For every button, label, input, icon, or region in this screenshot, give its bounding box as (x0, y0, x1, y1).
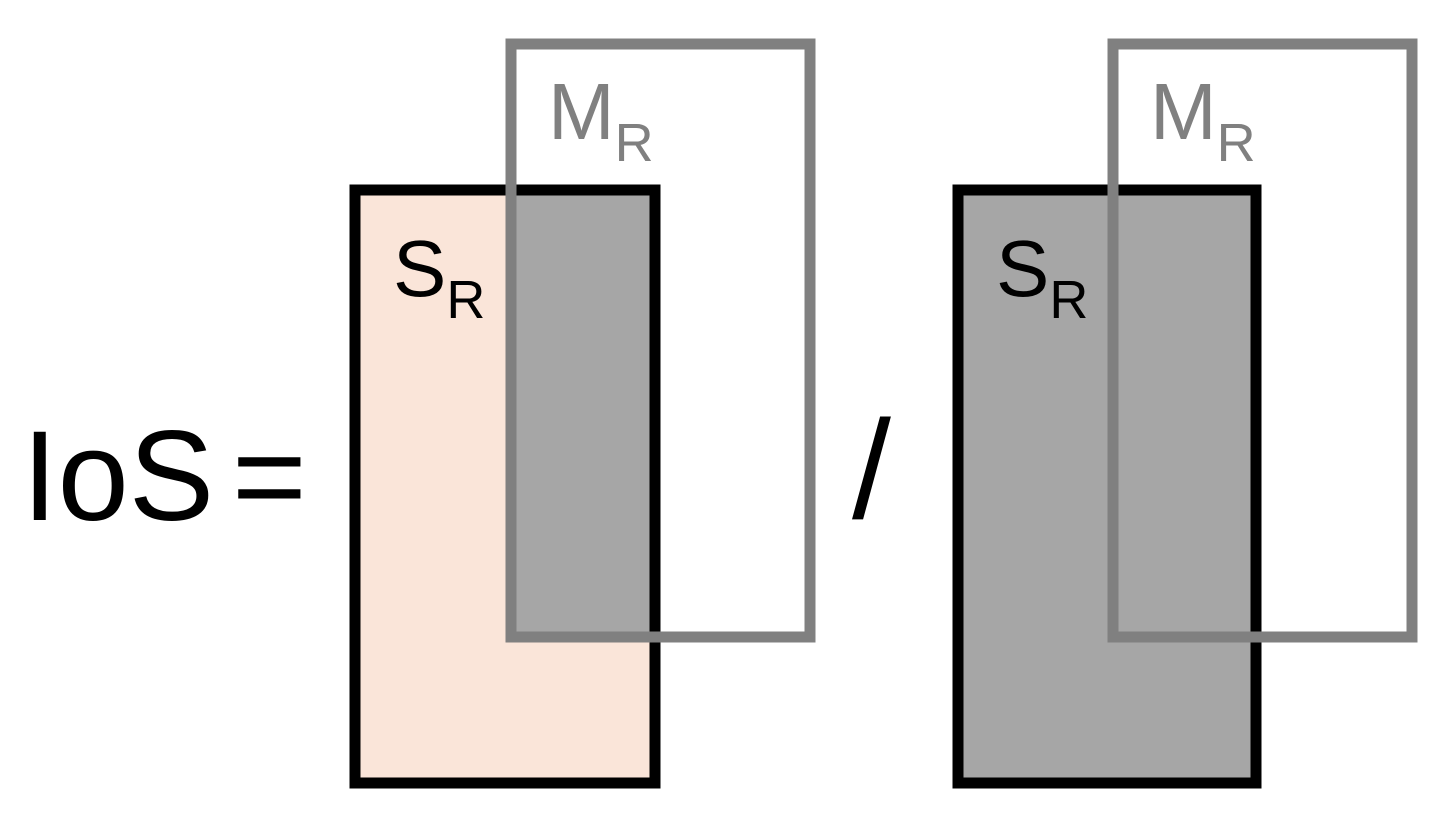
m-label-numerator: MR (548, 67, 654, 173)
m-subscript-numerator: R (615, 113, 654, 173)
s-label-numerator: SR (393, 224, 485, 330)
intersection-region-numerator (511, 195, 650, 637)
s-border-numerator (349, 184, 661, 789)
s-label-denominator: SR (996, 224, 1088, 330)
numerator-group: SR MR (349, 38, 816, 789)
s-subscript-numerator: R (446, 270, 485, 330)
m-box-numerator (505, 38, 816, 643)
m-box-denominator (1107, 38, 1418, 643)
denominator-group: SR MR (952, 38, 1418, 789)
division-slash: / (852, 391, 891, 548)
equals-sign: = (232, 405, 307, 548)
s-subscript-denominator: R (1049, 270, 1088, 330)
m-subscript-denominator: R (1217, 113, 1256, 173)
m-label-denominator: MR (1150, 67, 1256, 173)
ios-label: IoS (22, 405, 214, 548)
s-region-denominator (952, 184, 1262, 789)
